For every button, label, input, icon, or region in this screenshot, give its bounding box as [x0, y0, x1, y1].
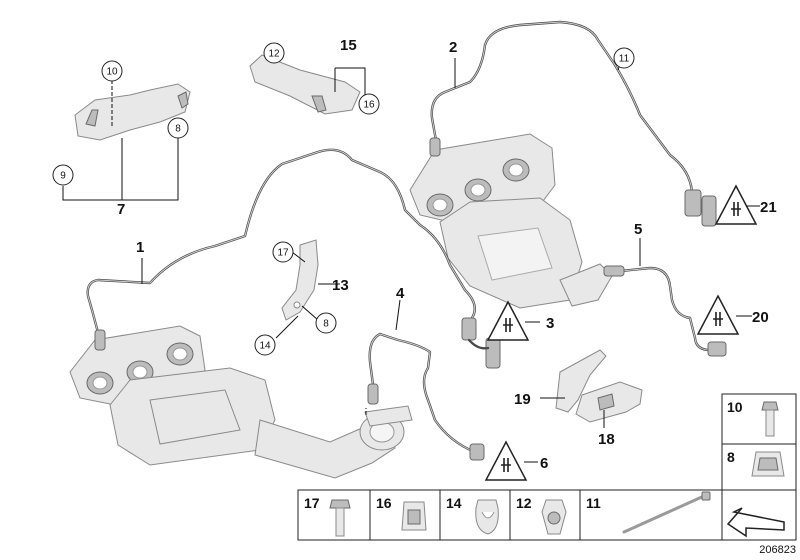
clip-12-icon	[541, 499, 567, 535]
legend-cell-14-label: 14	[446, 495, 462, 511]
callout-13[interactable]: 13	[332, 277, 349, 294]
legend-cell-8-label: 8	[727, 449, 735, 465]
legend-bottom-row: 17 16 14 12 11	[297, 489, 797, 541]
arrow-symbol-icon	[726, 507, 785, 538]
warning-triangle-21-icon	[714, 184, 758, 225]
warning-triangle-20-icon	[696, 294, 740, 335]
oxygen-sensor-1	[86, 148, 501, 369]
callout-15[interactable]: 15	[340, 37, 357, 54]
warning-triangle-3-icon	[486, 300, 530, 341]
reference-number: 206823	[759, 544, 796, 556]
callout-6[interactable]: 6	[540, 455, 548, 472]
callout-12-circle[interactable]: 12	[268, 49, 280, 60]
callout-9-circle[interactable]: 9	[60, 171, 66, 182]
legend-cell-11-label: 11	[586, 495, 601, 511]
bracket-18	[575, 381, 643, 423]
hose-clamp-14-icon	[475, 499, 499, 535]
bolt-17-icon	[329, 499, 351, 537]
clip-16-icon	[401, 501, 427, 531]
callout-5[interactable]: 5	[634, 221, 642, 238]
callout-8-circle-a[interactable]: 8	[175, 124, 181, 135]
legend-cell-17-label: 17	[304, 495, 320, 511]
callout-20[interactable]: 20	[752, 309, 769, 326]
callout-10-circle[interactable]: 10	[106, 67, 118, 78]
callout-4[interactable]: 4	[396, 285, 405, 302]
callout-21[interactable]: 21	[760, 199, 777, 216]
callout-1[interactable]: 1	[136, 239, 144, 256]
heat-shield-bracket-7	[74, 83, 191, 141]
callout-18[interactable]: 18	[598, 431, 615, 448]
oxygen-sensor-2	[429, 20, 717, 227]
callout-11-circle[interactable]: 11	[619, 54, 630, 65]
catalytic-converter-front	[109, 367, 413, 479]
callout-16-circle[interactable]: 16	[363, 100, 375, 111]
legend-cell-16-label: 16	[376, 495, 392, 511]
catalytic-converter-rear	[439, 197, 613, 309]
clip-nut-8-icon	[751, 451, 785, 477]
bracket-15	[249, 54, 361, 115]
callout-3[interactable]: 3	[546, 315, 554, 332]
oxygen-sensor-4	[367, 332, 485, 461]
leader-lines	[62, 57, 760, 463]
callout-8-circle-b[interactable]: 8	[323, 319, 329, 330]
warning-triangle-6-icon	[484, 440, 528, 481]
bracket-13	[281, 239, 319, 321]
bracket-19	[555, 349, 607, 413]
bolt-10-icon	[761, 401, 779, 437]
callout-7[interactable]: 7	[117, 201, 125, 218]
oxygen-sensor-5	[603, 265, 727, 357]
callout-2[interactable]: 2	[449, 39, 457, 56]
legend-cell-10-label: 10	[727, 399, 743, 415]
cable-tie-11-icon	[622, 491, 711, 534]
callout-17-circle[interactable]: 17	[277, 248, 289, 259]
callout-19[interactable]: 19	[514, 391, 531, 408]
callout-14-circle[interactable]: 14	[259, 341, 271, 352]
legend-cell-12-label: 12	[516, 495, 532, 511]
legend-right-column: 10 8	[721, 393, 797, 491]
